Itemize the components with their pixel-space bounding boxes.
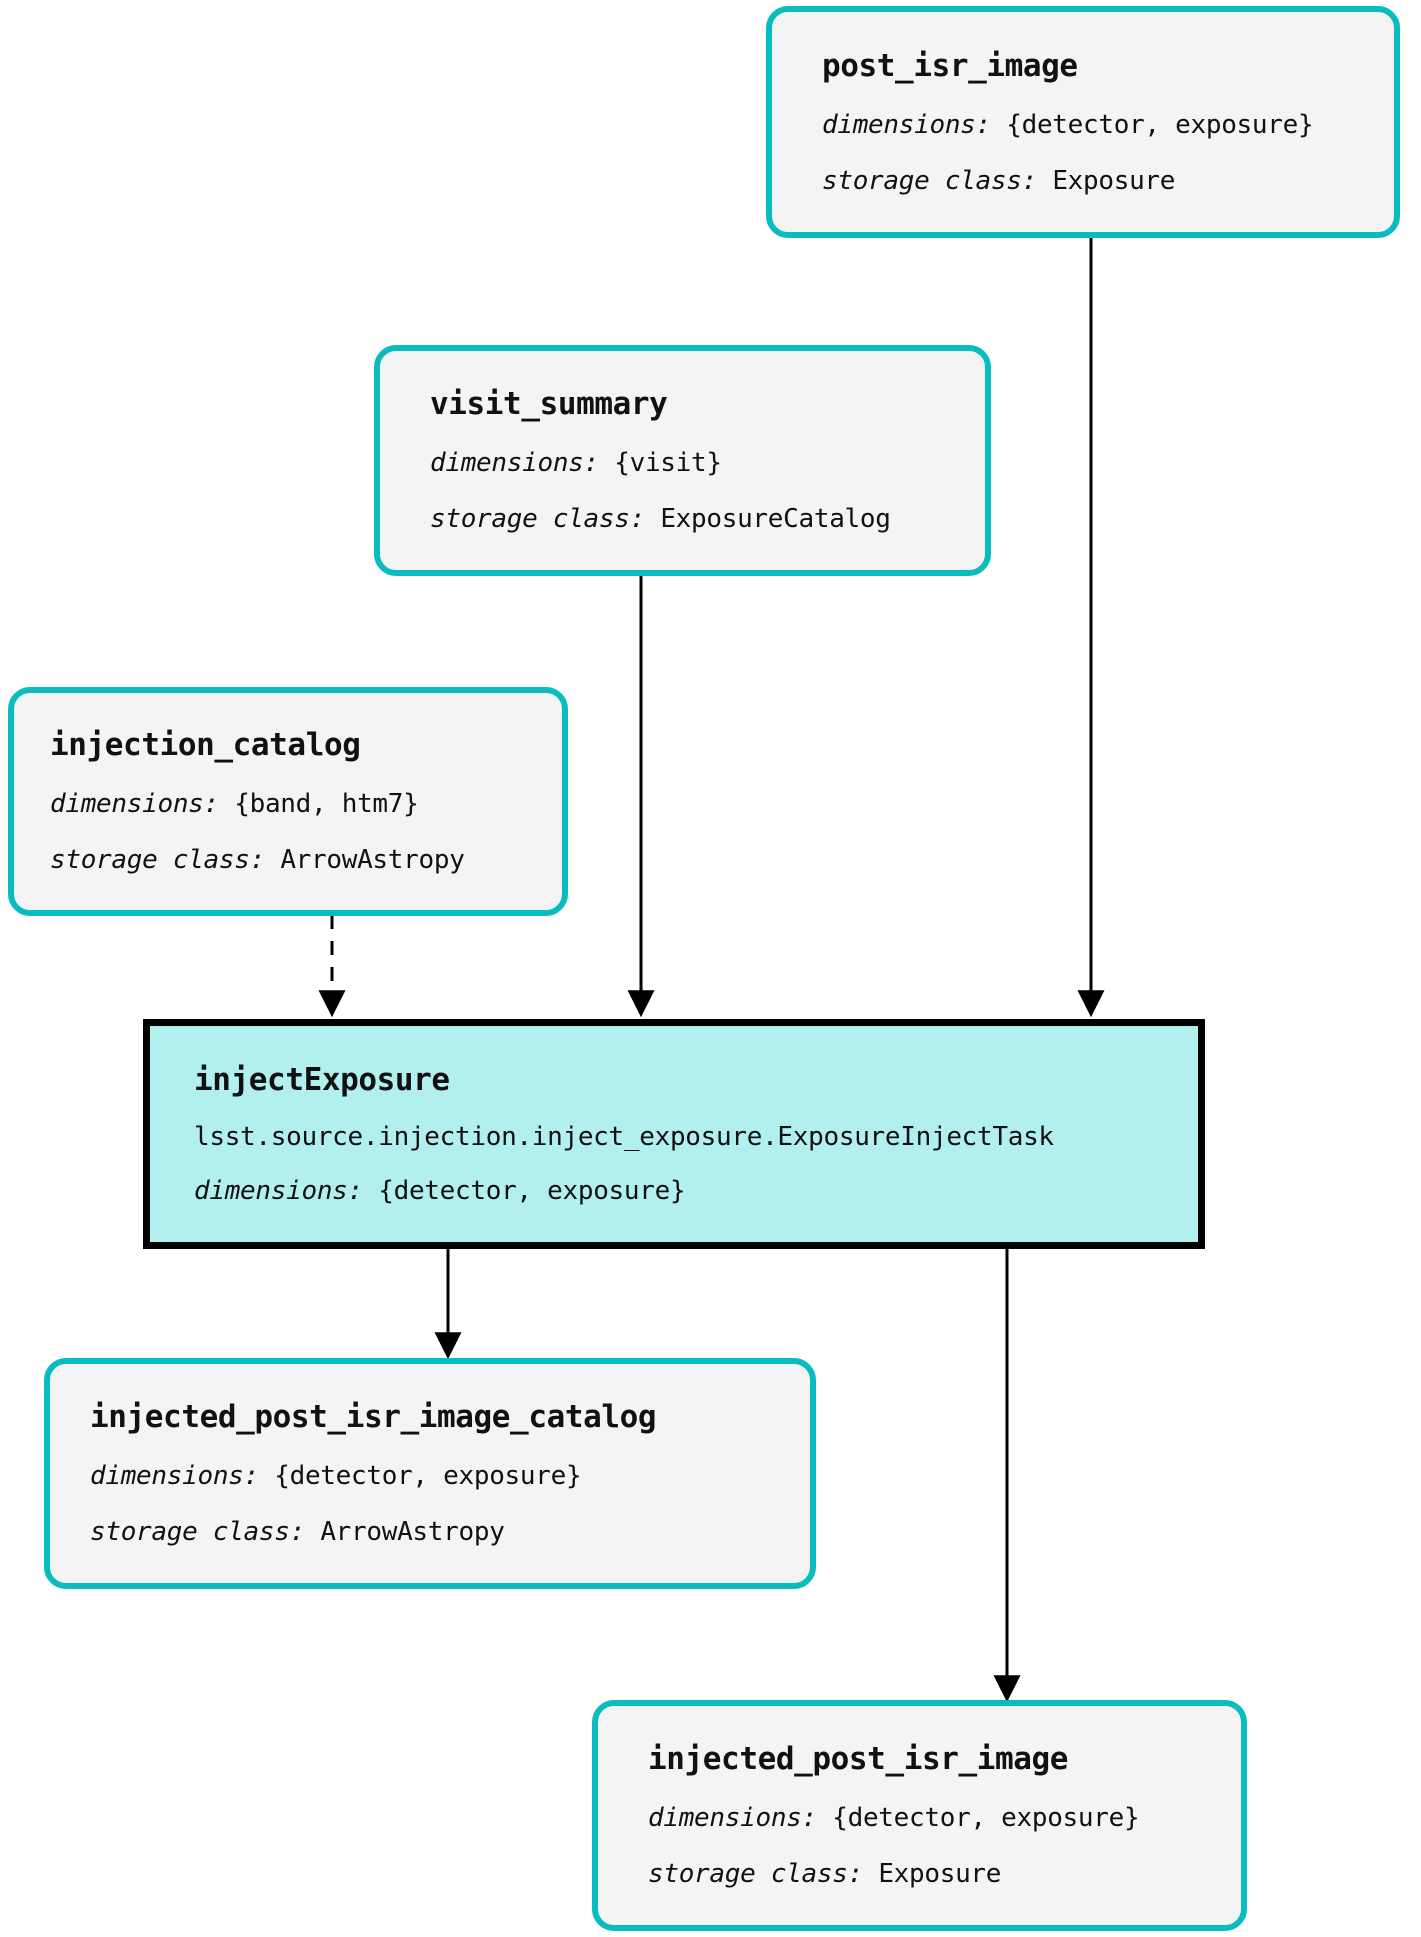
storage-class-key: storage class: <box>822 165 1037 196</box>
node-dimensions: dimensions: {band, htm7} <box>50 791 538 817</box>
node-injected-post-isr-image-catalog[interactable]: injected_post_isr_image_catalog dimensio… <box>44 1358 816 1589</box>
node-dimensions: dimensions: {detector, exposure} <box>822 112 1366 138</box>
dimensions-key: dimensions: <box>50 789 219 819</box>
node-title: post_isr_image <box>822 47 1078 84</box>
node-injection-catalog[interactable]: injection_catalog dimensions: {band, htm… <box>8 687 568 916</box>
node-storage-class: storage class: ExposureCatalog <box>430 506 957 532</box>
node-task-path: lsst.source.injection.inject_exposure.Ex… <box>194 1121 1054 1152</box>
node-storage-class: storage class: ArrowAstropy <box>90 1519 786 1545</box>
dimensions-key: dimensions: <box>822 109 991 140</box>
dimensions-value: {detector, exposure} <box>832 1803 1140 1833</box>
storage-class-key: storage class: <box>648 1859 863 1889</box>
node-storage-class: storage class: ArrowAstropy <box>50 847 538 873</box>
dimensions-value: {band, htm7} <box>234 789 419 819</box>
node-dimensions: dimensions: {detector, exposure} <box>648 1805 1213 1831</box>
node-visit-summary[interactable]: visit_summary dimensions: {visit} storag… <box>374 345 991 576</box>
node-title: injectExposure <box>194 1061 450 1098</box>
storage-class-key: storage class: <box>50 845 265 875</box>
dimensions-value: {detector, exposure} <box>378 1175 686 1206</box>
dimensions-key: dimensions: <box>648 1803 817 1833</box>
storage-class-key: storage class: <box>430 504 645 534</box>
storage-class-value: ExposureCatalog <box>660 504 891 534</box>
node-title: injected_post_isr_image <box>648 1741 1069 1777</box>
dimensions-key: dimensions: <box>194 1175 363 1206</box>
storage-class-value: ArrowAstropy <box>280 845 465 875</box>
storage-class-value: Exposure <box>878 1859 1002 1889</box>
dimensions-value: {detector, exposure} <box>1006 109 1314 140</box>
node-title: injection_catalog <box>50 727 361 763</box>
node-storage-class: storage class: Exposure <box>648 1861 1213 1887</box>
dimensions-value: {detector, exposure} <box>274 1461 582 1491</box>
dimensions-key: dimensions: <box>430 448 599 478</box>
node-post-isr-image[interactable]: post_isr_image dimensions: {detector, ex… <box>766 6 1400 238</box>
node-dimensions: dimensions: {detector, exposure} <box>194 1178 1170 1204</box>
node-storage-class: storage class: Exposure <box>822 168 1366 194</box>
node-title: visit_summary <box>430 386 668 422</box>
dimensions-value: {visit} <box>614 448 722 478</box>
node-injected-post-isr-image[interactable]: injected_post_isr_image dimensions: {det… <box>592 1700 1247 1931</box>
storage-class-value: ArrowAstropy <box>320 1517 505 1547</box>
storage-class-value: Exposure <box>1052 165 1176 196</box>
node-title: injected_post_isr_image_catalog <box>90 1399 657 1435</box>
node-injectexposure[interactable]: injectExposure lsst.source.injection.inj… <box>143 1019 1205 1249</box>
node-dimensions: dimensions: {visit} <box>430 450 957 476</box>
node-dimensions: dimensions: {detector, exposure} <box>90 1463 786 1489</box>
dimensions-key: dimensions: <box>90 1461 259 1491</box>
storage-class-key: storage class: <box>90 1517 305 1547</box>
